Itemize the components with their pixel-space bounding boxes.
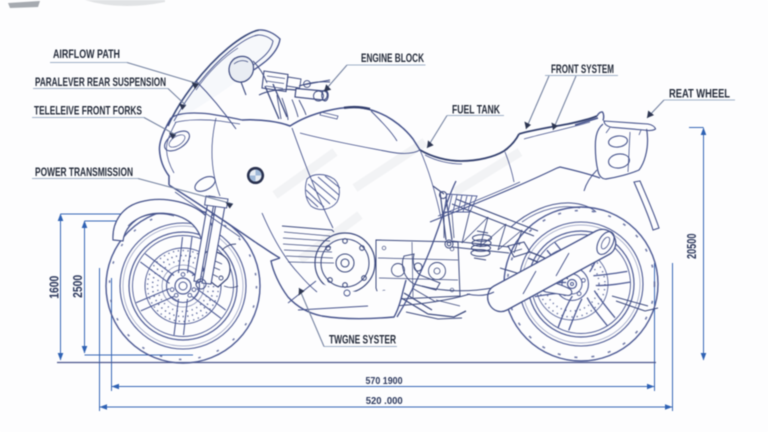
svg-text:20500: 20500	[684, 234, 699, 259]
svg-text:FRONT SYSTEM: FRONT SYSTEM	[551, 64, 614, 76]
svg-text:1600: 1600	[48, 276, 62, 299]
svg-text:REAT WHEEL: REAT WHEEL	[669, 89, 730, 101]
svg-text:ENGINE BLOCK: ENGINE BLOCK	[361, 53, 424, 65]
svg-text:TWGNE SYSTER: TWGNE SYSTER	[329, 335, 396, 347]
svg-text:AIRFLOW PATH: AIRFLOW PATH	[53, 49, 120, 61]
svg-text:FUEL TANK: FUEL TANK	[452, 105, 501, 117]
svg-text:TELELEIVE FRONT FORKS: TELELEIVE FRONT FORKS	[34, 106, 142, 118]
svg-text:2500: 2500	[71, 275, 85, 298]
svg-text:POWER TRANSMISSION: POWER TRANSMISSION	[35, 167, 133, 179]
svg-text:570 1900: 570 1900	[366, 375, 403, 387]
svg-text:520 .000: 520 .000	[366, 395, 403, 407]
svg-text:PARALEVER REAR SUSPENSION: PARALEVER REAR SUSPENSION	[35, 77, 166, 89]
